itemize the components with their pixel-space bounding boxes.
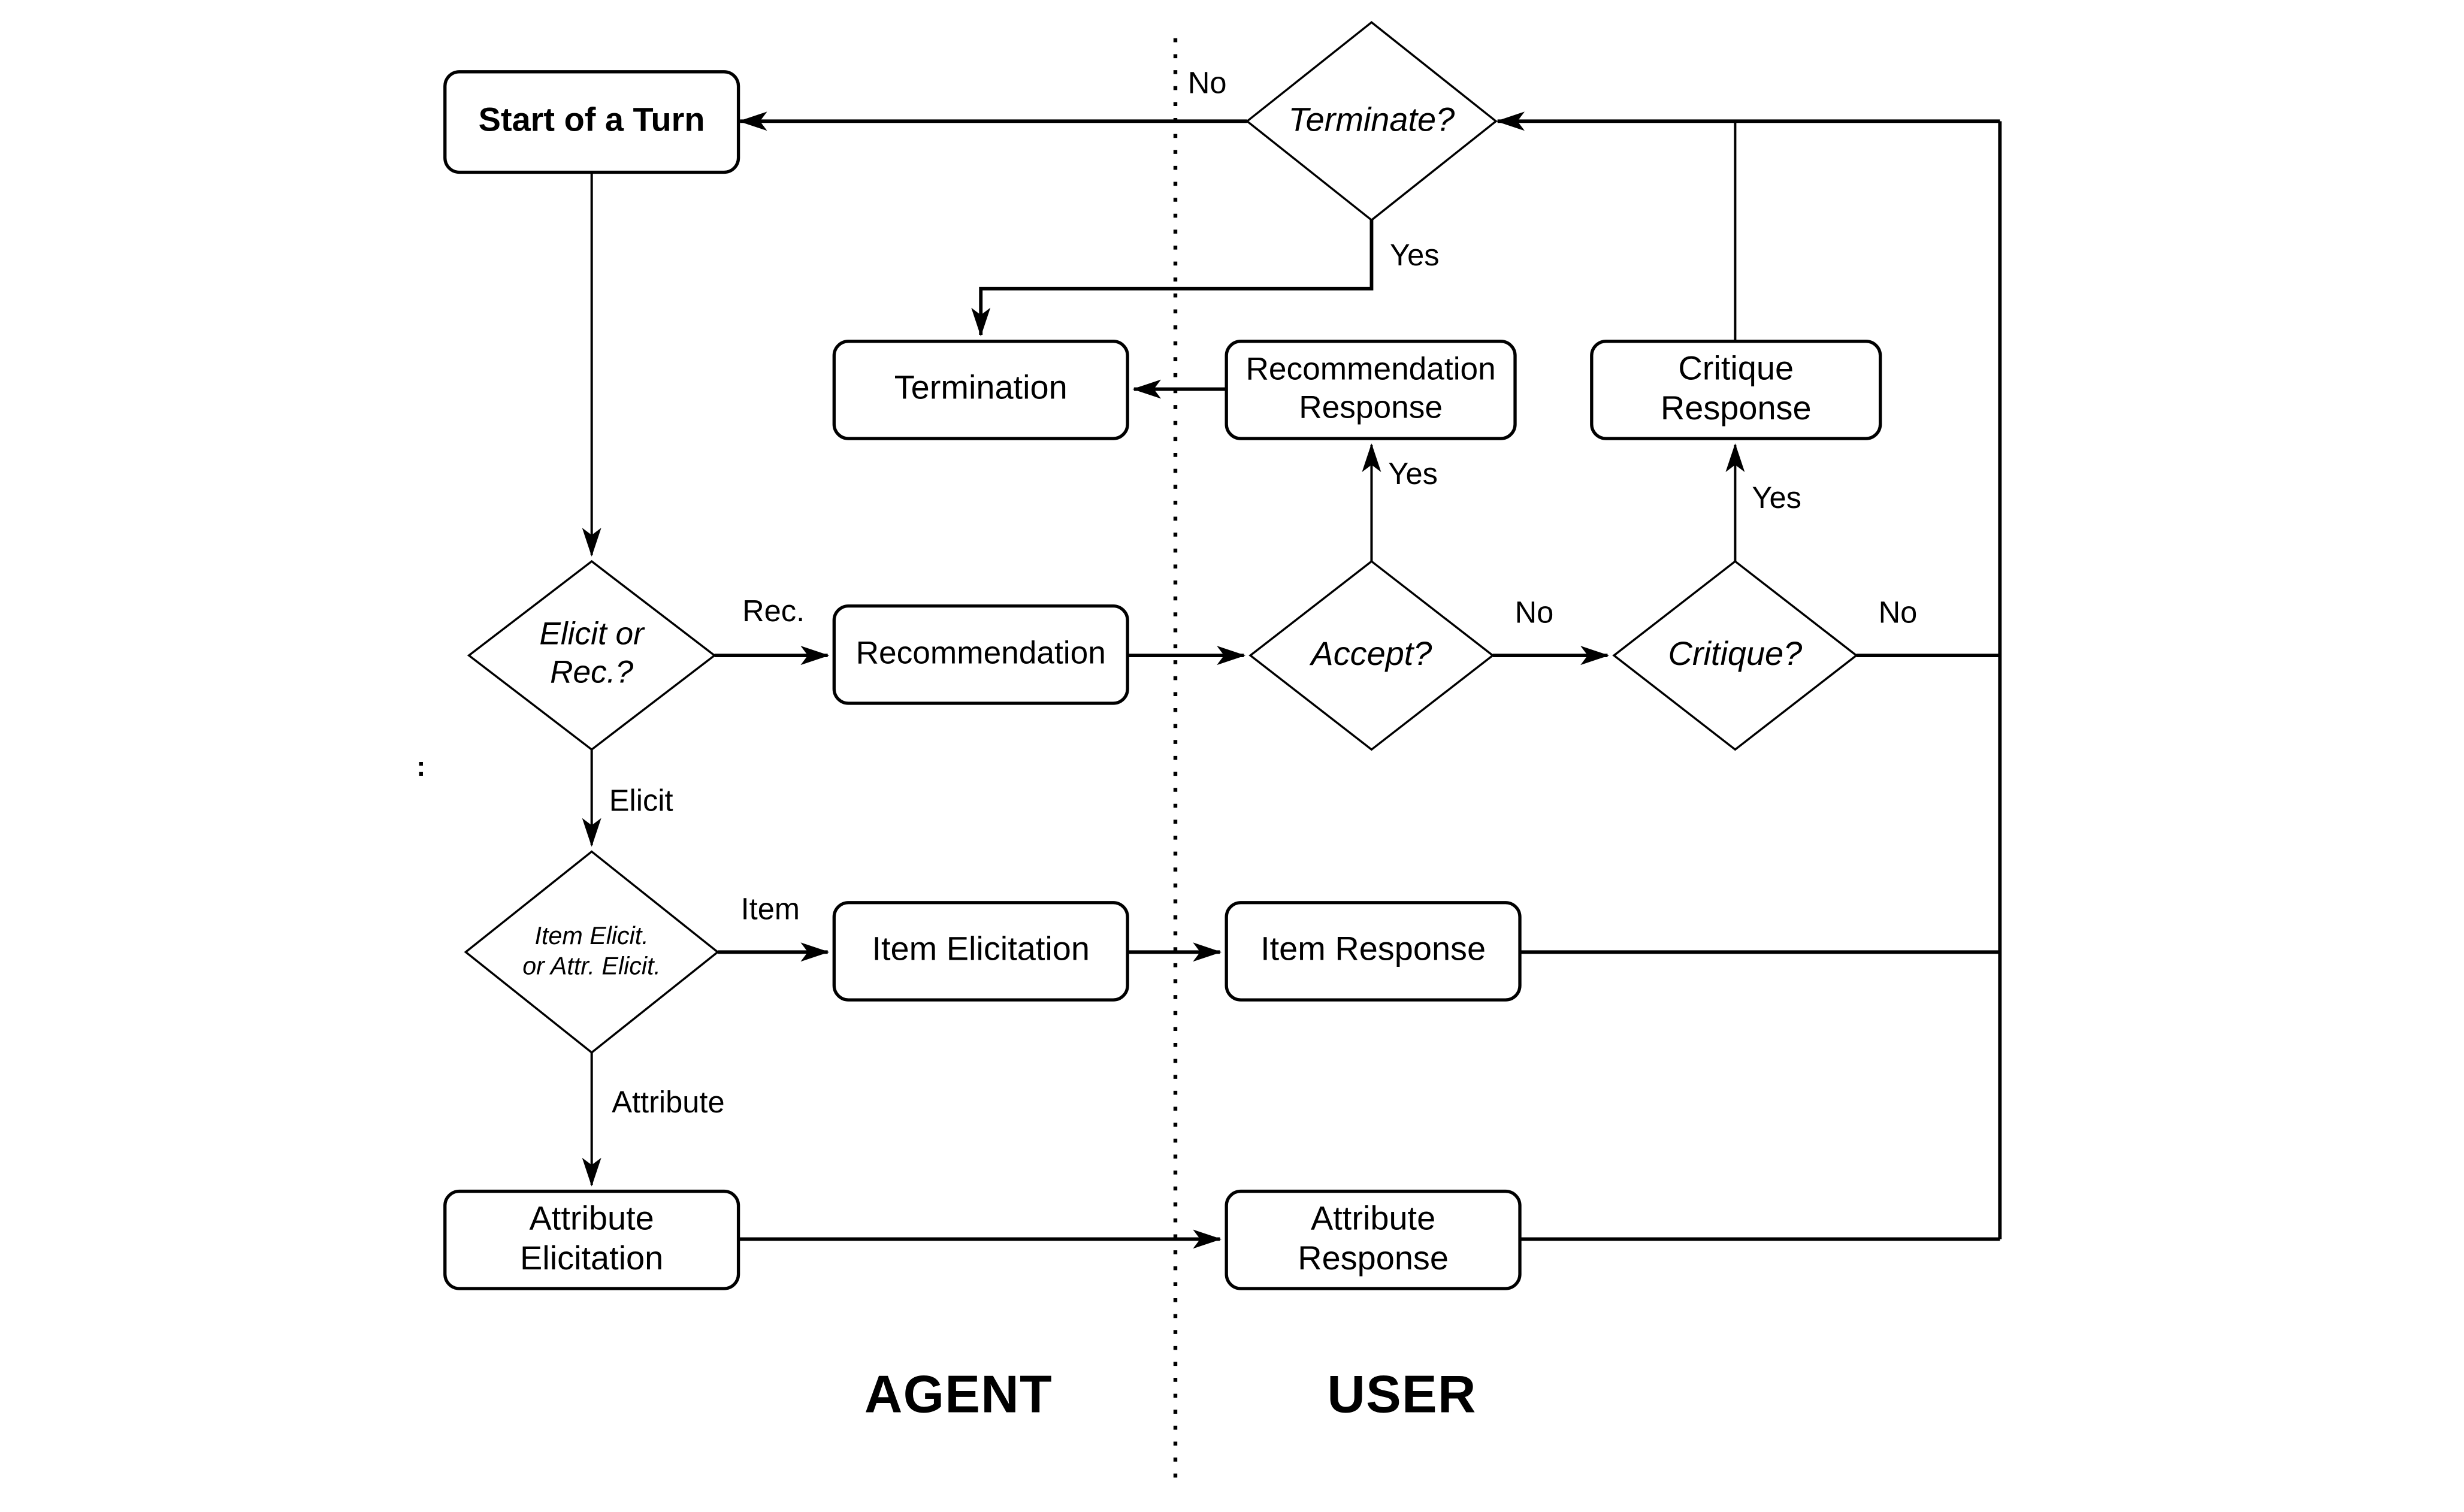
node-item-elicitation-label: Item Elicitation xyxy=(872,931,1090,969)
node-recommendation-response-box xyxy=(1225,340,1517,440)
node-accept-label: Accept? xyxy=(1311,636,1432,673)
agent-lane-label: AGENT xyxy=(864,1364,1053,1423)
node-start-label: Start of a Turn xyxy=(478,102,705,139)
node-item-elicitation-box xyxy=(832,901,1129,1002)
edge-terminate-yes-to-termination xyxy=(971,220,1374,337)
node-start-box xyxy=(443,70,740,174)
stray-colon-mark: : xyxy=(416,752,426,782)
node-termination-box xyxy=(832,340,1129,440)
node-accept-diamond xyxy=(1248,560,1495,751)
node-terminate-diamond xyxy=(1245,21,1498,222)
node-critique-response-label: Critique Response xyxy=(1660,350,1812,427)
edge-label-terminate-no: No xyxy=(1187,68,1227,102)
node-attribute-elicitation-box xyxy=(443,1189,740,1290)
edge-label-item: Item xyxy=(740,894,800,928)
node-item-response-box xyxy=(1225,901,1522,1002)
node-recommendation-box xyxy=(832,604,1129,705)
edge-label-attribute: Attribute xyxy=(612,1087,725,1121)
node-item-or-attr-label: Item Elicit. or Attr. Elicit. xyxy=(522,923,661,981)
node-item-or-attr-diamond xyxy=(464,850,719,1054)
node-elicit-or-rec-label: Elicit or Rec.? xyxy=(539,618,644,691)
node-recommendation-response-label: Recommendation Response xyxy=(1245,352,1496,425)
edge-label-critique-no: No xyxy=(1878,597,1918,631)
edge-label-terminate-yes: Yes xyxy=(1390,240,1440,274)
node-attribute-elicitation-label: Attribute Elicitation xyxy=(519,1200,664,1277)
edge-label-critique-yes: Yes xyxy=(1752,482,1801,516)
node-termination-label: Termination xyxy=(894,370,1068,407)
edge-label-elicit: Elicit xyxy=(609,785,673,819)
node-recommendation-label: Recommendation xyxy=(855,636,1106,671)
user-lane-label: USER xyxy=(1327,1364,1477,1423)
node-critique-response-box xyxy=(1590,340,1882,440)
node-attribute-response-box xyxy=(1225,1189,1522,1290)
node-elicit-or-rec-diamond xyxy=(467,560,716,751)
edge-label-accept-yes: Yes xyxy=(1388,458,1438,492)
node-item-response-label: Item Response xyxy=(1260,931,1486,969)
edge-label-accept-no: No xyxy=(1514,597,1554,631)
node-critique-diamond xyxy=(1612,560,1858,751)
edge-label-rec: Rec. xyxy=(742,595,805,630)
node-critique-label: Critique? xyxy=(1668,636,1803,673)
node-terminate-label: Terminate? xyxy=(1288,101,1455,138)
node-attribute-response-label: Attribute Response xyxy=(1298,1200,1449,1277)
